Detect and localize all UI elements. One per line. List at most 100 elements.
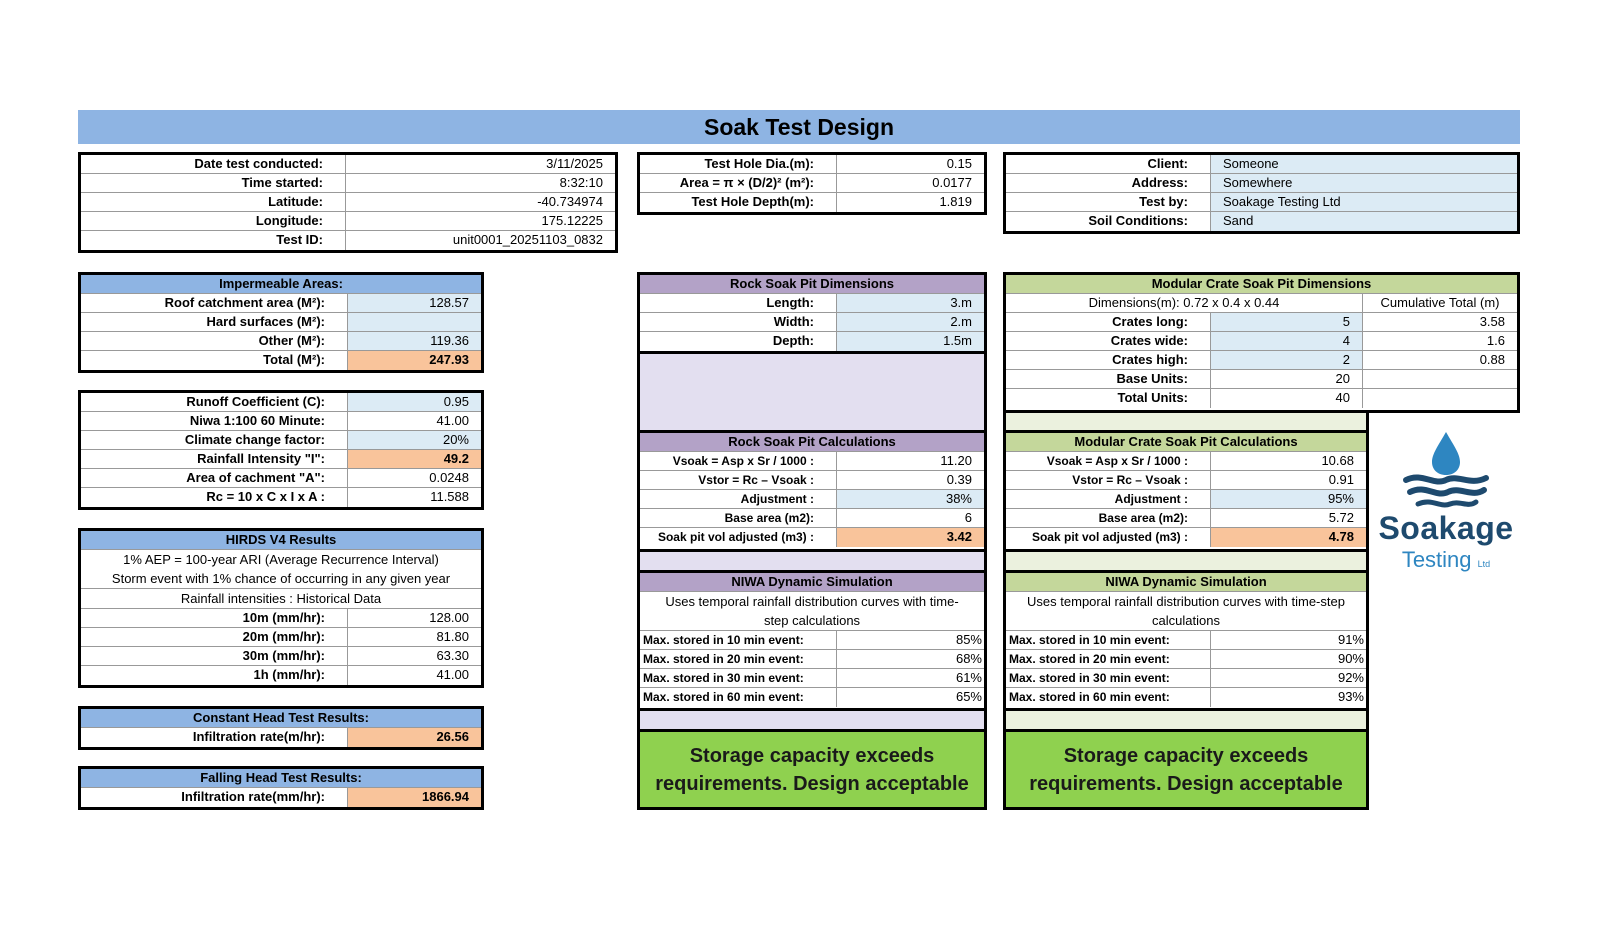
rock-calc-header: Rock Soak Pit Calculations — [640, 433, 984, 452]
crate-niwa-note1: Uses temporal rainfall distribution curv… — [1027, 594, 1345, 609]
crate-soak-vol-value: 4.78 — [1210, 528, 1366, 547]
rain-intensity-label: Rainfall Intensity "I": — [197, 451, 325, 466]
roof-value[interactable]: 128.57 — [347, 294, 481, 312]
test-id-value[interactable]: unit0001_20251103_0832 — [345, 231, 615, 250]
rock-vstor-value: 0.39 — [836, 471, 984, 489]
address-value[interactable]: Somewhere — [1210, 174, 1517, 192]
crate-niwa-10-label: Max. stored in 10 min event: — [1009, 633, 1170, 647]
crate-vsoak-value: 10.68 — [1210, 452, 1366, 470]
crates-high-cum: 0.88 — [1362, 351, 1517, 369]
hirds-1h-label: 1h (mm/hr): — [253, 667, 326, 682]
crate-niwa-60-value: 93% — [1210, 688, 1366, 707]
rock-niwa-header: NIWA Dynamic Simulation — [640, 573, 984, 592]
niwa-60-value: 41.00 — [347, 412, 481, 430]
test-by-label: Test by: — [1139, 194, 1188, 209]
hirds-10m-label: 10m (mm/hr): — [242, 610, 325, 625]
rock-vsoak-label: Vsoak = Asp x Sr / 1000 : — [672, 454, 814, 468]
climate-value[interactable]: 20% — [347, 431, 481, 449]
crate-dims-box: Modular Crate Soak Pit Dimensions Dimens… — [1003, 272, 1520, 413]
logo-sub-text: Testing — [1401, 547, 1472, 572]
hirds-header: HIRDS V4 Results — [81, 531, 481, 550]
crate-verdict-line2: requirements. Design acceptable — [1029, 772, 1343, 795]
address-label: Address: — [1131, 175, 1188, 190]
crates-wide-cum: 1.6 — [1362, 332, 1517, 350]
test-by-value[interactable]: Soakage Testing Ltd — [1210, 193, 1517, 211]
crate-base-area-value: 5.72 — [1210, 509, 1366, 527]
logo-name: Soakage — [1378, 510, 1514, 546]
falling-head-value: 1866.94 — [347, 788, 481, 807]
climate-label: Climate change factor: — [184, 432, 325, 447]
runoff-coef-label: Runoff Coefficient (C): — [186, 394, 325, 409]
crate-dims-label: Dimensions(m): 0.72 x 0.4 x 0.44 — [1088, 295, 1280, 310]
hard-surfaces-label: Hard surfaces (M²): — [206, 314, 325, 329]
rock-length-value[interactable]: 3.m — [836, 294, 984, 312]
rock-soak-vol-value: 3.42 — [836, 528, 984, 547]
rock-niwa-20-label: Max. stored in 20 min event: — [643, 652, 804, 666]
constant-head-box: Constant Head Test Results: Infiltration… — [78, 706, 484, 750]
crate-niwa-note2: calculations — [1006, 611, 1366, 631]
runoff-coef-value[interactable]: 0.95 — [347, 393, 481, 411]
rock-blank-panel — [637, 351, 987, 433]
hirds-20m-value: 81.80 — [347, 628, 481, 646]
rock-dims-box: Rock Soak Pit Dimensions Length:3.m Widt… — [637, 272, 987, 354]
other-value[interactable]: 119.36 — [347, 332, 481, 350]
crate-niwa-20-value: 90% — [1210, 650, 1366, 668]
crates-high-label: Crates high: — [1112, 352, 1188, 367]
crate-niwa-30-value: 92% — [1210, 669, 1366, 687]
hard-surfaces-value[interactable] — [347, 313, 481, 331]
crates-long-label: Crates long: — [1112, 314, 1188, 329]
longitude-value[interactable]: 175.12225 — [345, 212, 615, 230]
total-units-label: Total Units: — [1117, 390, 1188, 405]
hole-area-value[interactable]: 0.0177 — [836, 174, 984, 192]
rock-depth-label: Depth: — [772, 333, 814, 348]
crate-calc-header: Modular Crate Soak Pit Calculations — [1006, 433, 1366, 452]
rock-niwa-20-value: 68% — [836, 650, 984, 668]
rock-adjustment-value[interactable]: 38% — [836, 490, 984, 508]
crate-adjustment-label: Adjustment : — [1114, 492, 1188, 506]
rock-width-value[interactable]: 2.m — [836, 313, 984, 331]
latitude-value[interactable]: -40.734974 — [345, 193, 615, 211]
crate-adjustment-value[interactable]: 95% — [1210, 490, 1366, 508]
total-value: 247.93 — [347, 351, 481, 370]
rock-vstor-label: Vstor = Rc – Vsoak : — [698, 473, 814, 487]
crate-vsoak-label: Vsoak = Asp x Sr / 1000 : — [1046, 454, 1188, 468]
hirds-30m-label: 30m (mm/hr): — [242, 648, 325, 663]
crate-niwa-header: NIWA Dynamic Simulation — [1006, 573, 1366, 592]
rock-niwa-60-value: 65% — [836, 688, 984, 707]
page-title: Soak Test Design — [78, 110, 1520, 144]
rock-depth-value[interactable]: 1.5m — [836, 332, 984, 351]
runoff-box: Runoff Coefficient (C):0.95 Niwa 1:100 6… — [78, 390, 484, 510]
hole-depth-value[interactable]: 1.819 — [836, 193, 984, 212]
date-value[interactable]: 3/11/2025 — [345, 155, 615, 173]
rock-adjustment-label: Adjustment : — [740, 492, 814, 506]
hole-dia-value[interactable]: 0.15 — [836, 155, 984, 173]
crates-wide-value[interactable]: 4 — [1210, 332, 1362, 350]
impermeable-header: Impermeable Areas: — [81, 275, 481, 294]
crates-high-value[interactable]: 2 — [1210, 351, 1362, 369]
rock-base-area-label: Base area (m2): — [724, 511, 814, 525]
hole-depth-label: Test Hole Depth(m): — [691, 194, 814, 209]
catchment-area-value: 0.0248 — [347, 469, 481, 487]
time-label: Time started: — [241, 175, 323, 190]
hole-dia-label: Test Hole Dia.(m): — [704, 156, 814, 171]
client-info-box: Client:Someone Address:Somewhere Test by… — [1003, 152, 1520, 234]
falling-head-label: Infiltration rate(mm/hr): — [181, 789, 325, 804]
test-info-box: Date test conducted:3/11/2025 Time start… — [78, 152, 618, 253]
soil-value[interactable]: Sand — [1210, 212, 1517, 231]
soakage-logo: Soakage Testing Ltd — [1372, 428, 1520, 578]
logo-ltd: Ltd — [1477, 559, 1491, 569]
base-units-cum — [1362, 370, 1517, 388]
rock-base-area-value: 6 — [836, 509, 984, 527]
time-value[interactable]: 8:32:10 — [345, 174, 615, 192]
test-id-label: Test ID: — [276, 232, 323, 247]
crate-cum-label: Cumulative Total (m) — [1362, 294, 1517, 312]
client-value[interactable]: Someone — [1210, 155, 1517, 173]
crate-calc-box: Modular Crate Soak Pit Calculations Vsoa… — [1003, 430, 1369, 552]
rock-niwa-note1: Uses temporal rainfall distribution curv… — [665, 594, 959, 609]
rock-soak-vol-label: Soak pit vol adjusted (m3) : — [657, 530, 814, 544]
falling-head-box: Falling Head Test Results: Infiltration … — [78, 766, 484, 810]
crates-long-value[interactable]: 5 — [1210, 313, 1362, 331]
water-drop-waves-icon — [1403, 432, 1489, 508]
crate-niwa-20-label: Max. stored in 20 min event: — [1009, 652, 1170, 666]
hirds-10m-value: 128.00 — [347, 609, 481, 627]
